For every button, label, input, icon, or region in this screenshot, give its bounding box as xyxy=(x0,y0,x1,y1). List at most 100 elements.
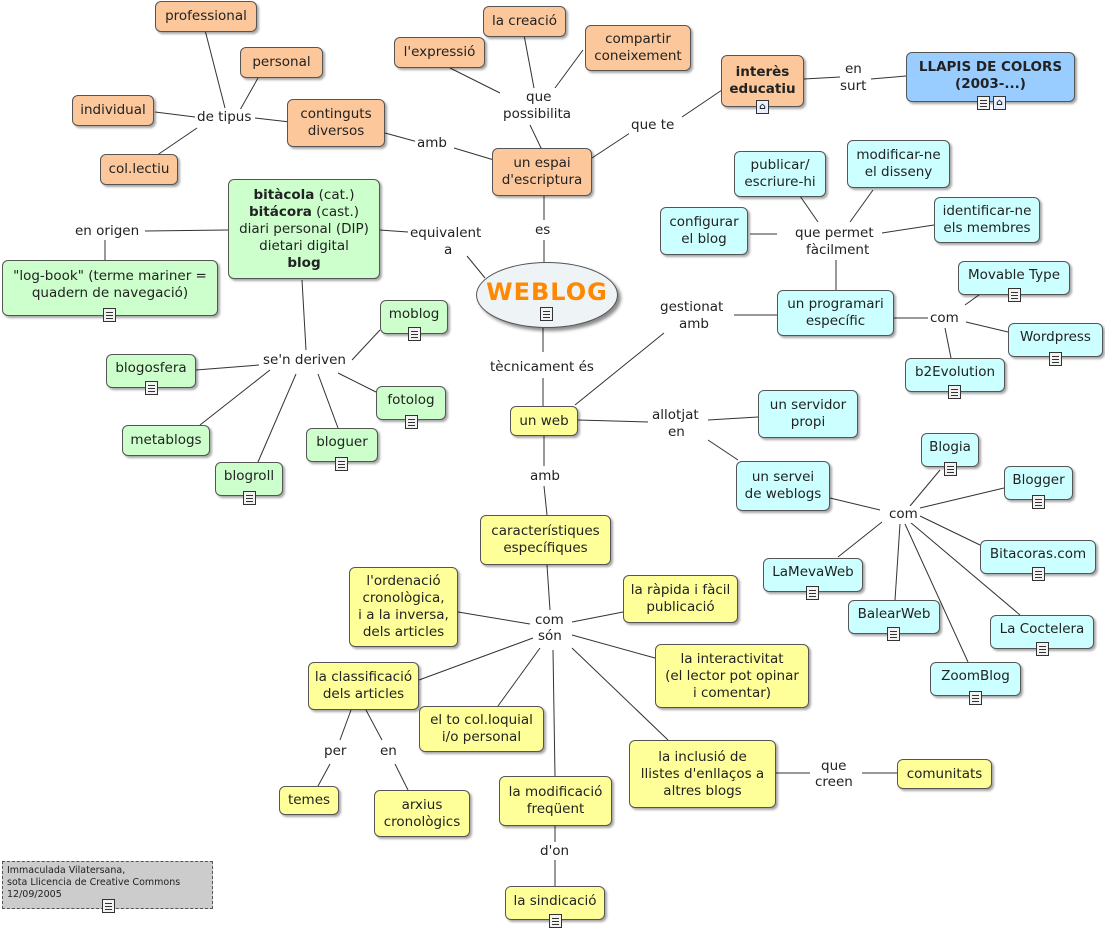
document-icon[interactable] xyxy=(1032,567,1045,581)
node-la-coctelera[interactable]: La Coctelera xyxy=(990,615,1094,656)
node-blogia[interactable]: Blogia xyxy=(921,433,979,476)
term-bold: blog xyxy=(287,254,321,271)
link-label: possibilita xyxy=(501,106,574,123)
document-icon[interactable] xyxy=(243,491,256,505)
document-icon[interactable] xyxy=(145,381,158,395)
node-fotolog[interactable]: fotolog xyxy=(376,386,446,429)
node-balearweb[interactable]: BalearWeb xyxy=(848,600,940,641)
document-icon[interactable] xyxy=(1036,642,1049,656)
node-wordpress[interactable]: Wordpress xyxy=(1008,323,1103,366)
node-text: professional xyxy=(165,8,247,24)
document-icon[interactable] xyxy=(335,457,348,471)
document-icon[interactable] xyxy=(806,586,819,600)
node-zoomblog[interactable]: ZoomBlog xyxy=(930,662,1021,705)
link-label: en origen xyxy=(73,223,142,240)
node-comunitats[interactable]: comunitats xyxy=(897,759,992,789)
link-label: que xyxy=(524,89,554,106)
node-text: els membres xyxy=(943,220,1031,236)
link-label: tècnicament és xyxy=(488,359,596,376)
document-icon[interactable] xyxy=(1049,352,1062,366)
node-la-sindicacio[interactable]: la sindicació xyxy=(505,886,605,928)
node-la-creacio[interactable]: la creació xyxy=(483,6,566,37)
node-individual[interactable]: individual xyxy=(72,95,154,126)
document-icon[interactable] xyxy=(969,691,982,705)
node-lexpressio[interactable]: l'expressió xyxy=(394,37,485,68)
node-text: cronològica, xyxy=(362,590,445,606)
node-text: la classificació xyxy=(314,669,413,685)
node-text: LLAPIS DE COLORS xyxy=(918,59,1063,75)
document-icon[interactable] xyxy=(405,415,418,429)
concept-map-icon[interactable]: ⌂ xyxy=(993,96,1006,110)
node-text: el blog xyxy=(681,231,727,247)
node-bloguer[interactable]: bloguer xyxy=(306,428,378,471)
node-lamevaweb[interactable]: LaMevaWeb xyxy=(763,558,863,600)
node-movable-type[interactable]: Movable Type xyxy=(958,261,1070,302)
node-text: publicar/ xyxy=(750,157,810,173)
node-text: compartir xyxy=(605,31,671,47)
node-text: modificar-ne xyxy=(856,147,941,163)
node-professional[interactable]: professional xyxy=(155,1,257,32)
document-icon[interactable] xyxy=(549,914,562,928)
document-icon[interactable] xyxy=(540,307,553,321)
node-b2evolution[interactable]: b2Evolution xyxy=(905,358,1005,399)
center-title: WEBLOG xyxy=(486,278,608,306)
node-un-web[interactable]: un web xyxy=(510,406,578,436)
node-blogger[interactable]: Blogger xyxy=(1004,466,1073,509)
node-text: Blogia xyxy=(929,439,971,455)
node-log-book[interactable]: "log-book" (terme mariner =quadern de na… xyxy=(2,260,218,322)
document-icon[interactable] xyxy=(948,385,961,399)
concept-map-icon[interactable]: ⌂ xyxy=(756,100,769,114)
document-icon[interactable] xyxy=(977,96,990,110)
link-label: es xyxy=(533,222,553,239)
node-metablogs[interactable]: metablogs xyxy=(122,425,210,456)
document-icon[interactable] xyxy=(944,462,957,476)
node-text: personal xyxy=(252,54,311,70)
node-text: diversos xyxy=(307,123,365,139)
document-icon[interactable] xyxy=(887,627,900,641)
node-text: La Coctelera xyxy=(999,621,1085,637)
node-blogroll[interactable]: blogroll xyxy=(215,462,283,505)
center-node-weblog[interactable]: WEBLOG xyxy=(476,262,618,328)
node-moblog[interactable]: moblog xyxy=(380,300,448,341)
node-text: arxius xyxy=(401,796,443,813)
node-publicar-escriure-hi[interactable]: publicar/escriure-hi xyxy=(734,151,826,197)
node-text: d'escriptura xyxy=(501,172,583,188)
node-temes[interactable]: temes xyxy=(279,786,339,815)
document-icon[interactable] xyxy=(1008,288,1021,302)
node-llapis-de-colors[interactable]: LLAPIS DE COLORS(2003-...) ⌂ xyxy=(906,52,1075,110)
document-icon[interactable] xyxy=(102,899,115,913)
document-icon[interactable] xyxy=(103,308,116,322)
node-bitacoras-com[interactable]: Bitacoras.com xyxy=(980,540,1096,581)
node-text: LaMevaWeb xyxy=(772,564,854,580)
document-icon[interactable] xyxy=(408,327,421,341)
document-icon[interactable] xyxy=(1032,495,1045,509)
node-personal[interactable]: personal xyxy=(240,47,323,78)
node-text: un servei xyxy=(751,469,815,485)
node-blogosfera[interactable]: blogosfera xyxy=(106,354,196,395)
node-bitacola[interactable]: bitàcola (cat.) bitácora (cast.) diari p… xyxy=(228,179,380,279)
node-text: l'expressió xyxy=(403,44,476,60)
node-text: el to col.loquial xyxy=(430,712,533,728)
node-text: Movable Type xyxy=(967,267,1061,283)
node-collectiu[interactable]: col.lectiu xyxy=(100,154,178,185)
link-label: com xyxy=(928,310,961,327)
